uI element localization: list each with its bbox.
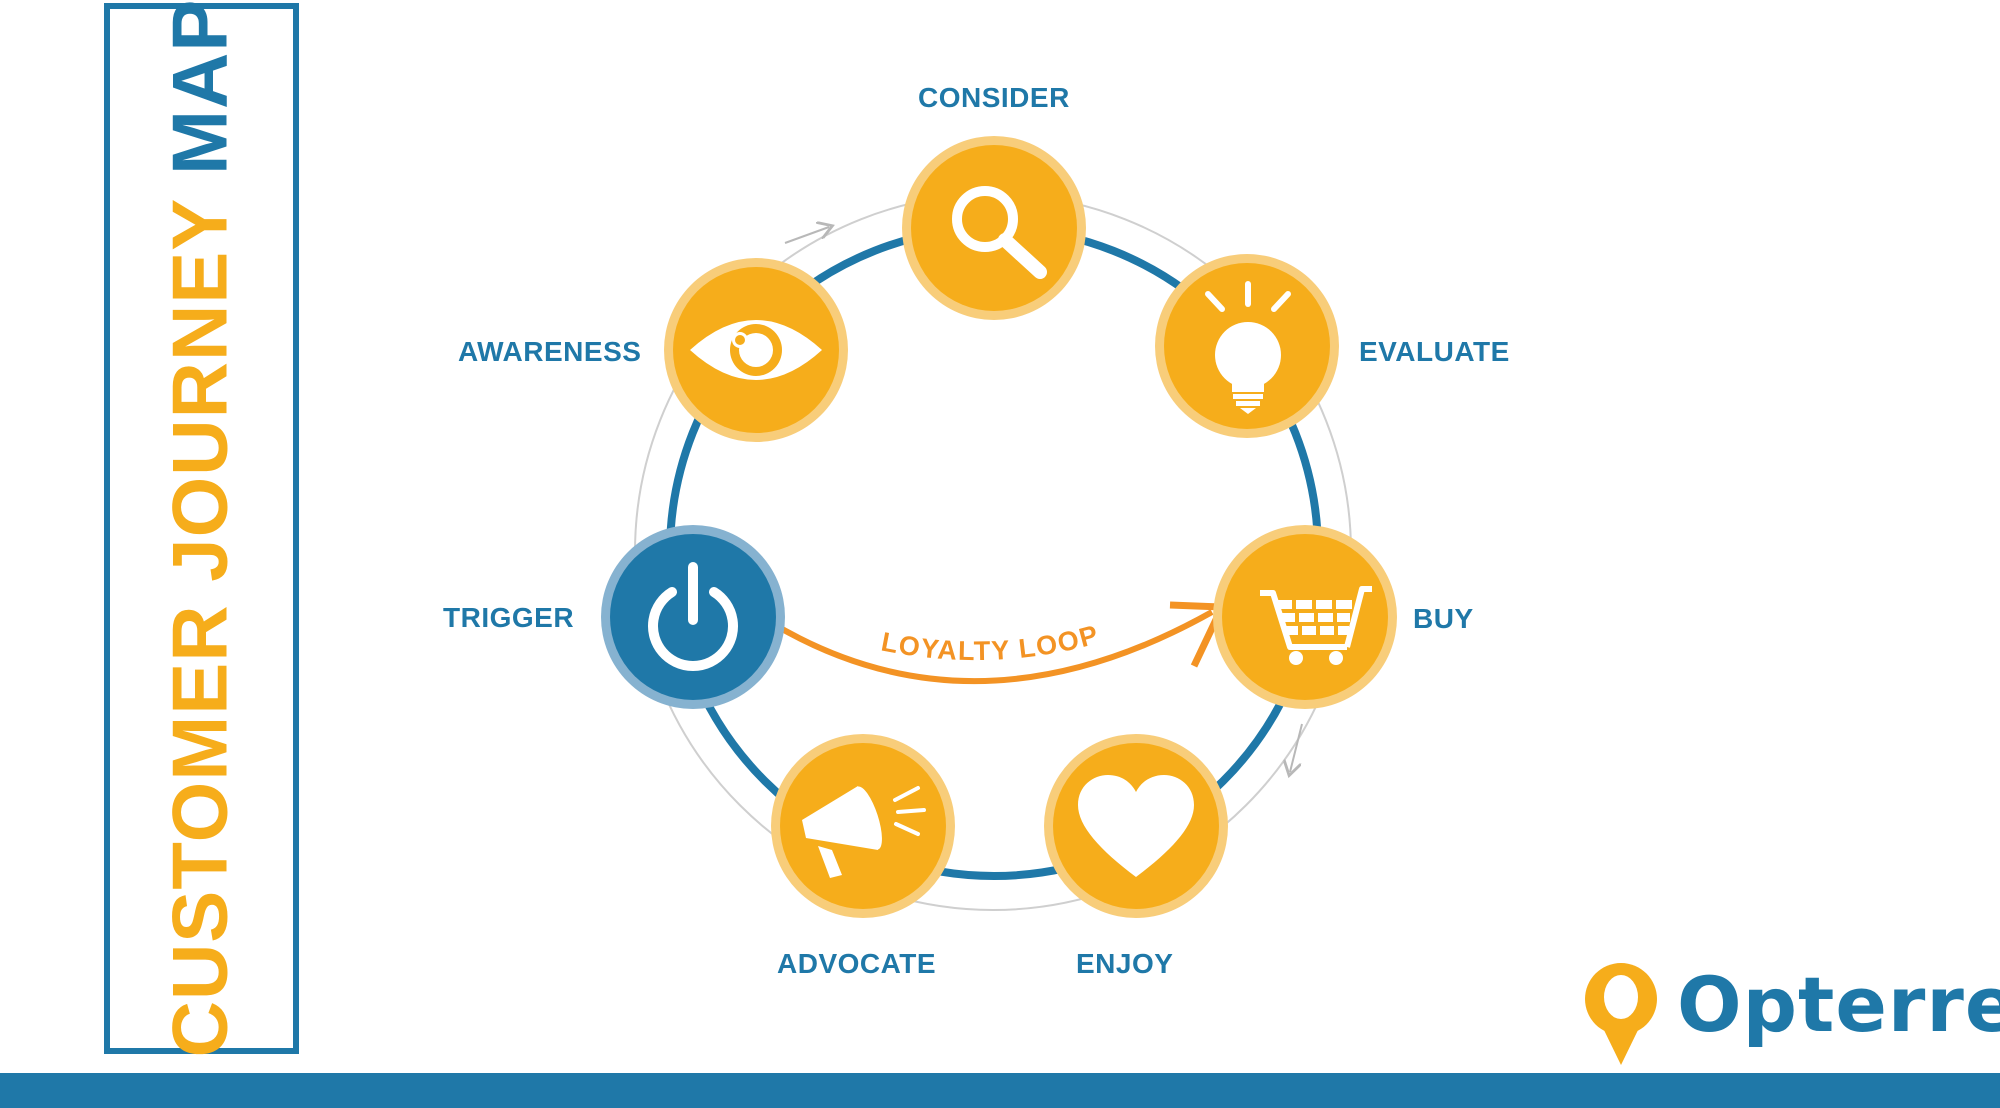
- heart-icon: [1078, 775, 1194, 877]
- stage-node-buy: [1213, 525, 1397, 709]
- loyalty-loop-arrow: [768, 609, 1214, 685]
- title-frame: [104, 3, 299, 1054]
- stage-label-evaluate: EVALUATE: [1359, 336, 1510, 367]
- loyalty-loop-label: LOYALTY LOOP: [879, 619, 1102, 666]
- loyalty-loop-text: LOYALTY LOOP: [879, 619, 1101, 666]
- map-pin-icon: [1585, 963, 1657, 1065]
- stage-node-consider: [902, 136, 1086, 320]
- cycle-arrow-top: [784, 227, 829, 244]
- footer-bar: [0, 1073, 2000, 1108]
- stage-node-trigger: [601, 525, 785, 709]
- stage-node-advocate: [771, 734, 955, 918]
- power-icon: [648, 562, 738, 672]
- stage-node-evaluate: [1155, 254, 1339, 438]
- stage-label-buy: BUY: [1413, 603, 1474, 634]
- lightbulb-icon: [1205, 281, 1291, 414]
- megaphone-icon: [802, 786, 926, 878]
- cycle-arrow-right: [1290, 723, 1303, 772]
- magnifier-icon: [952, 186, 1047, 279]
- eye-icon: [690, 320, 822, 380]
- stage-node-enjoy: [1044, 734, 1228, 918]
- brand-name: Opterre: [1677, 960, 2000, 1049]
- stage-label-trigger: TRIGGER: [443, 602, 575, 633]
- stage-label-enjoy: ENJOY: [1076, 948, 1174, 979]
- shopping-cart-icon: [1260, 586, 1372, 665]
- stage-label-advocate: ADVOCATE: [777, 948, 937, 979]
- stage-label-awareness: AWARENESS: [458, 336, 642, 367]
- stage-node-awareness: [664, 258, 848, 442]
- stage-label-consider: CONSIDER: [918, 82, 1070, 113]
